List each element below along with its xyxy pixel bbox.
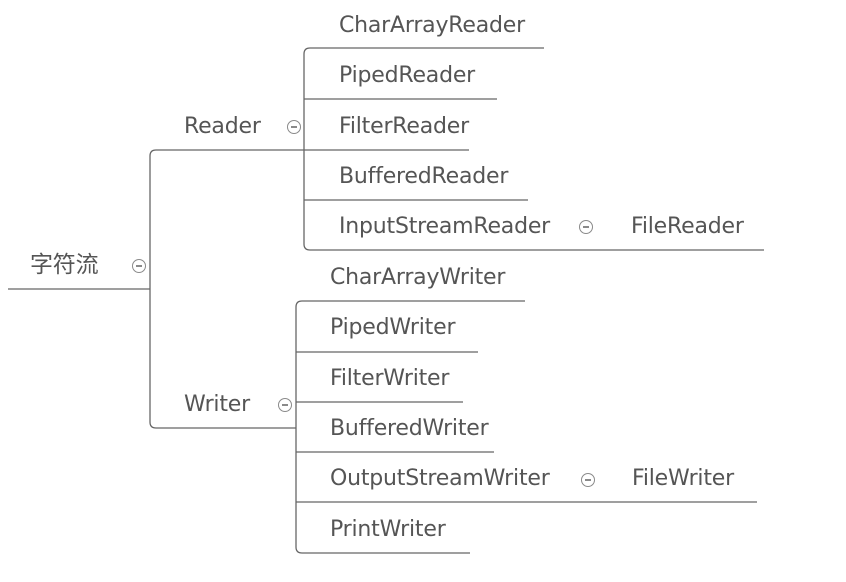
node-bufferedwriter[interactable]: BufferedWriter (330, 416, 489, 441)
reader-bracket (303, 47, 764, 251)
node-inputstreamreader[interactable]: InputStreamReader (339, 214, 551, 239)
node-filereader[interactable]: FileReader (631, 214, 744, 239)
node-pipedreader[interactable]: PipedReader (339, 63, 476, 88)
node-filterwriter[interactable]: FilterWriter (330, 366, 450, 391)
node-filterreader[interactable]: FilterReader (339, 114, 469, 139)
node-outputstreamwriter[interactable]: OutputStreamWriter (330, 466, 550, 491)
root-bracket (149, 149, 304, 429)
minus-circle-icon[interactable] (132, 259, 146, 273)
node-writer[interactable]: Writer (184, 392, 250, 417)
minus-circle-icon[interactable] (287, 120, 301, 134)
node-root[interactable]: 字符流 (30, 252, 99, 278)
node-bufferedreader[interactable]: BufferedReader (339, 164, 509, 189)
minus-circle-icon[interactable] (278, 398, 292, 412)
node-chararraywriter[interactable]: CharArrayWriter (330, 265, 506, 290)
node-filewriter[interactable]: FileWriter (632, 466, 734, 491)
node-reader[interactable]: Reader (184, 114, 261, 139)
writer-bracket (295, 300, 757, 554)
minus-circle-icon[interactable] (579, 220, 593, 234)
minus-circle-icon[interactable] (581, 473, 595, 487)
node-pipedwriter[interactable]: PipedWriter (330, 315, 456, 340)
node-printwriter[interactable]: PrintWriter (330, 517, 446, 542)
node-chararrayreader[interactable]: CharArrayReader (339, 13, 525, 38)
